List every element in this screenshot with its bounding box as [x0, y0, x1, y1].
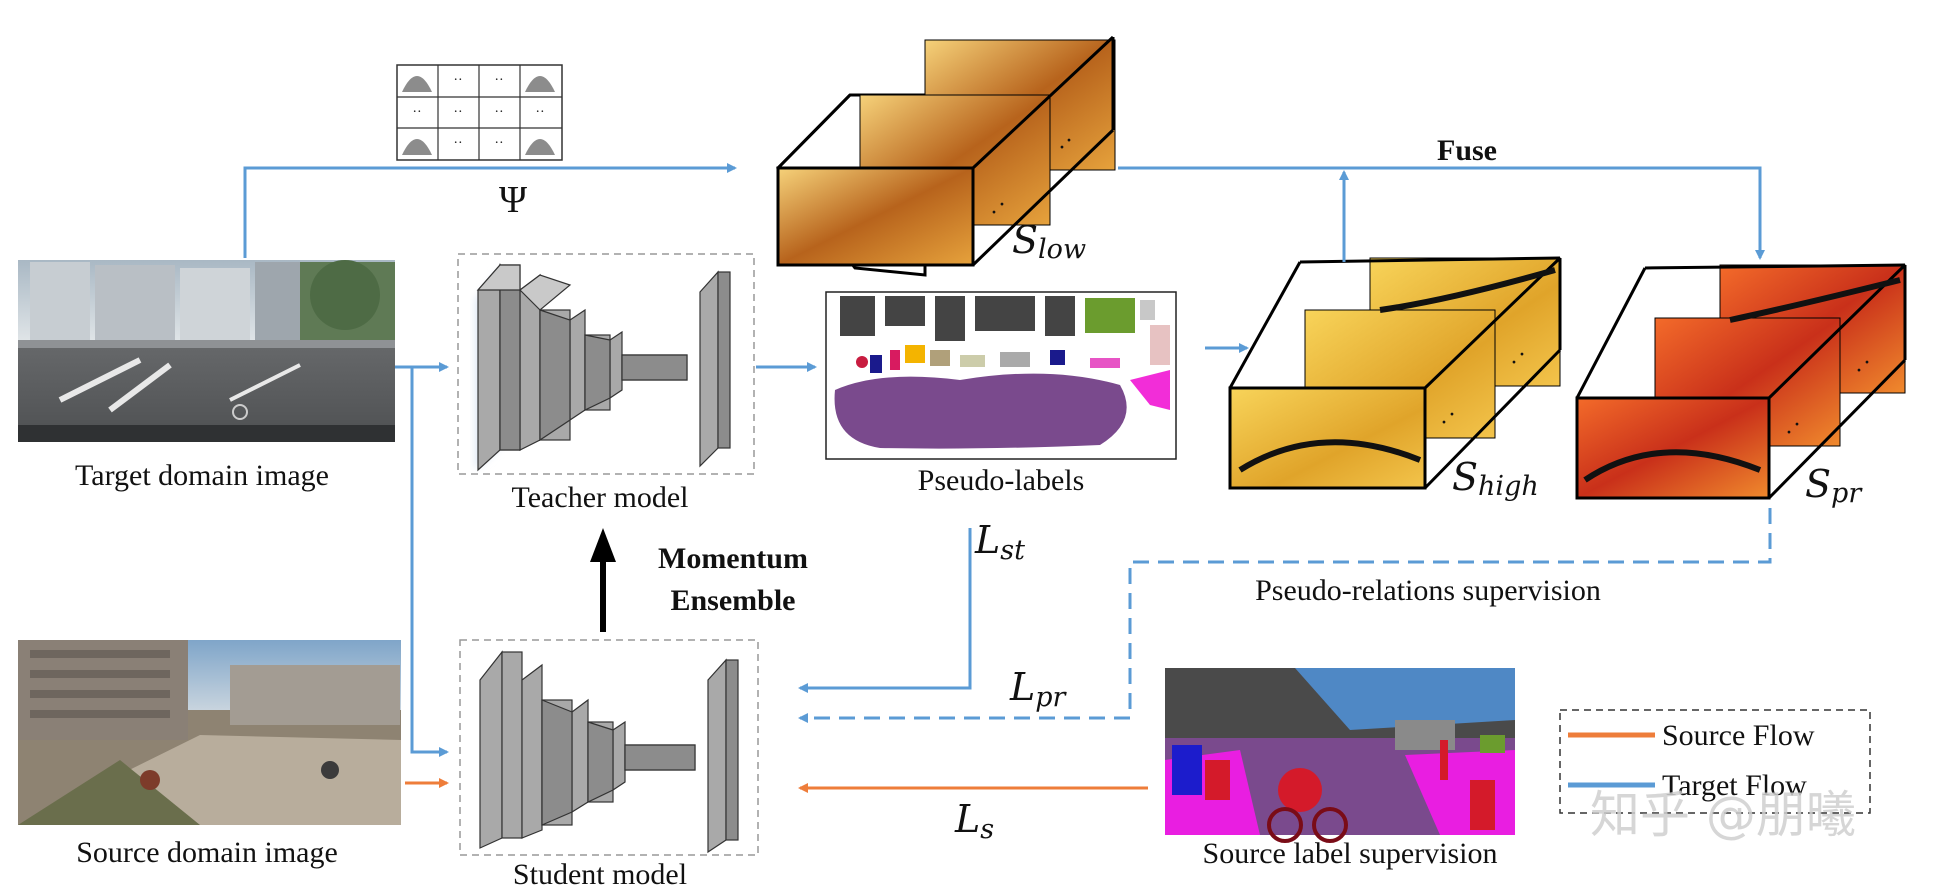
kernel-cell: ··	[453, 136, 462, 151]
student-model-label: Student model	[513, 858, 687, 888]
target-flow-arrows	[243, 163, 1765, 757]
dots: ·	[1855, 358, 1863, 384]
s-low-stack: · · · ·	[776, 35, 1116, 277]
psi-symbol: Ψ	[499, 179, 527, 221]
dots: ·	[1518, 342, 1526, 368]
pseudo-relations-arrow	[798, 508, 1772, 723]
source-label-text: Source label supervision	[1203, 837, 1498, 870]
dots: ·	[1863, 350, 1871, 376]
student-model	[459, 639, 759, 856]
pseudo-labels-label: Pseudo-labels	[918, 464, 1085, 497]
s-low-label: Slow	[1012, 218, 1086, 265]
dots: ·	[1793, 412, 1801, 438]
kernel-cell: ··	[494, 136, 503, 151]
target-domain-label: Target domain image	[75, 459, 329, 492]
gaussian-icon	[402, 139, 432, 155]
dots: ·	[1785, 420, 1793, 446]
l-pr-label: Lpr	[1009, 665, 1068, 713]
teacher-model-label: Teacher model	[512, 481, 689, 514]
gaussian-icon	[402, 76, 432, 92]
pseudo-labels-image	[825, 291, 1177, 460]
s-high-stack: · · · ·	[1228, 256, 1562, 490]
kernel-cell: ··	[453, 73, 462, 88]
legend-label-target: Target Flow	[1662, 769, 1807, 802]
dots: ·	[990, 200, 998, 226]
momentum-label-1: Momentum	[658, 542, 808, 575]
dots: ·	[1510, 350, 1518, 376]
source-flow-arrows	[405, 778, 1148, 793]
s-high-label: Shigh	[1452, 455, 1539, 502]
dots: ·	[1065, 128, 1073, 154]
source-label-image	[1165, 668, 1515, 843]
dots: ·	[1440, 410, 1448, 436]
kernel-cell: ··	[453, 105, 462, 120]
gaussian-icon	[525, 76, 555, 92]
l-s-label: Ls	[954, 797, 994, 845]
legend: Source Flow Target Flow	[1559, 709, 1871, 814]
momentum-label-2: Ensemble	[670, 584, 795, 617]
legend-label-source: Source Flow	[1662, 719, 1815, 752]
fuse-label: Fuse	[1437, 134, 1497, 167]
kernel-cell: ··	[494, 105, 503, 120]
gaussian-icon	[525, 139, 555, 155]
dots: ·	[1448, 402, 1456, 428]
s-pr-label: Spr	[1805, 462, 1863, 509]
dots: ·	[998, 192, 1006, 218]
l-st-label: Lst	[974, 518, 1025, 566]
source-domain-image	[18, 640, 401, 825]
teacher-model	[457, 253, 755, 475]
s-pr-stack: · · · ·	[1575, 263, 1907, 500]
kernel-cell: ··	[494, 73, 503, 88]
dots: ·	[1058, 135, 1066, 161]
momentum-arrow	[590, 528, 616, 562]
target-domain-image	[18, 260, 395, 442]
kernel-cell: ··	[535, 105, 544, 120]
watermark: 知乎 @朋曦	[1590, 786, 1856, 844]
pseudo-relations-label: Pseudo-relations supervision	[1255, 574, 1601, 607]
kernel-cell: ··	[412, 105, 421, 120]
source-domain-label: Source domain image	[76, 836, 338, 869]
kernel-grid: ·· ·· ·· ·· ·· ·· ·· ··	[396, 64, 563, 161]
